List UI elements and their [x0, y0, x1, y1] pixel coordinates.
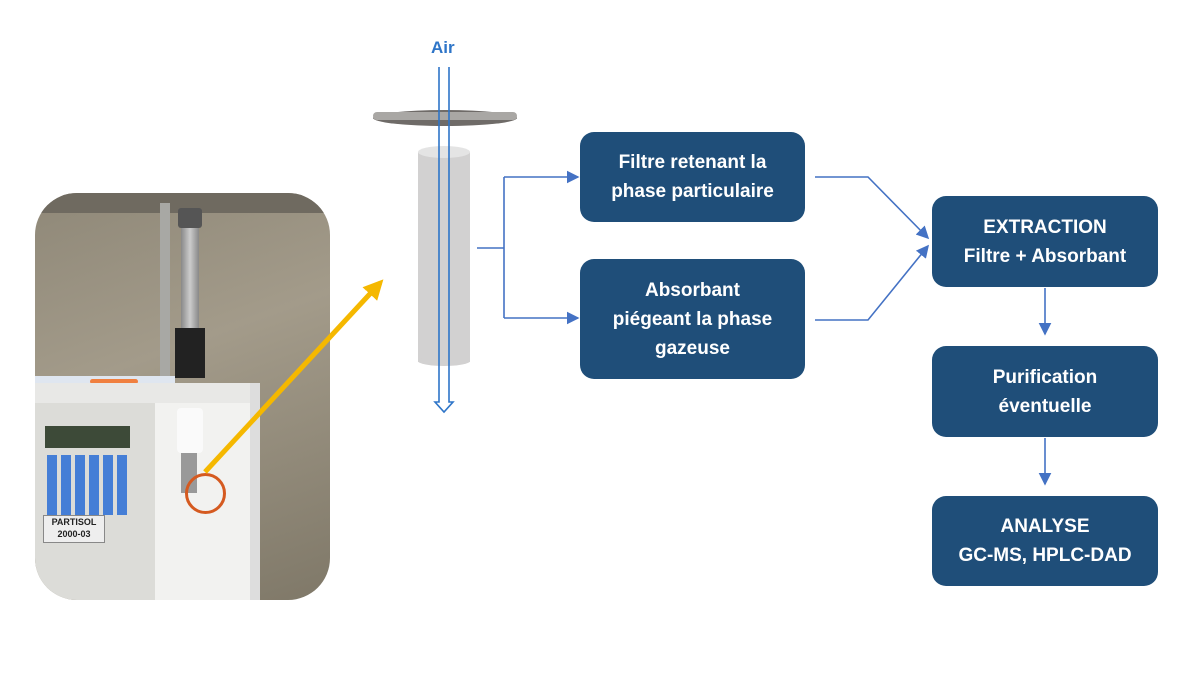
orange-tubing: [185, 473, 226, 514]
arrow-filter-to-extraction: [815, 176, 930, 240]
extraction-box: EXTRACTION Filtre + Absorbant: [932, 196, 1158, 287]
cabinet-door: [250, 383, 260, 600]
device-label: PARTISOL 2000-03: [43, 515, 105, 543]
absorbent-box: Absorbant piégeant la phase gazeuse: [580, 259, 805, 379]
pen: [90, 379, 138, 384]
device-display: [45, 426, 130, 448]
device-keypad: [47, 455, 127, 515]
filter-holder: [177, 408, 203, 453]
sampler-photo: PARTISOL 2000-03: [35, 193, 330, 600]
mast: [160, 203, 170, 403]
cylinder-bottom: [418, 356, 470, 366]
arrow-absorbent-to-extraction: [815, 244, 930, 321]
inlet-cap: [178, 208, 202, 228]
air-label: Air: [431, 38, 455, 57]
cylinder-top: [418, 146, 470, 158]
filter-box: Filtre retenant la phase particulaire: [580, 132, 805, 222]
purification-box: Purification éventuelle: [932, 346, 1158, 437]
filter-disc-top: [373, 112, 517, 120]
device-top: [35, 383, 260, 403]
pointer-arrow: [203, 279, 384, 474]
inlet-tube: [181, 228, 199, 328]
split-connector: [477, 177, 505, 318]
air-flow-arrow: [433, 67, 455, 414]
wall-top: [35, 193, 330, 213]
analysis-box: ANALYSE GC-MS, HPLC-DAD: [932, 496, 1158, 586]
absorbent-cylinder: [418, 152, 470, 362]
inlet-base: [175, 328, 205, 378]
